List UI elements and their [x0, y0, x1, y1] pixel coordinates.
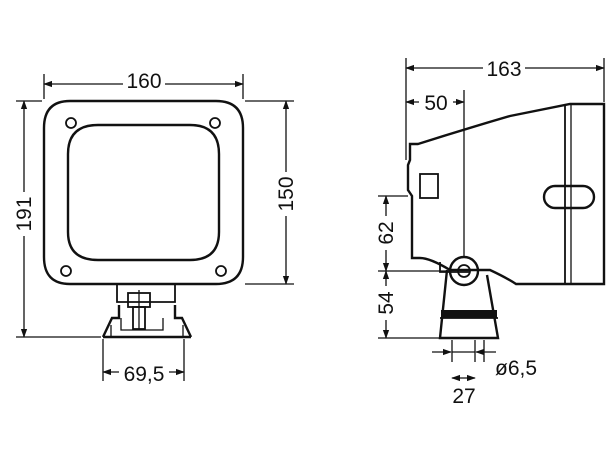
- screw-top-right: [209, 117, 221, 129]
- pivot-bolt-inner: [457, 264, 471, 278]
- dim-front-height-lens: 150: [275, 176, 298, 211]
- side-slot: [542, 184, 596, 210]
- dim-pivot-offset: 50: [424, 92, 447, 115]
- side-latch: [419, 173, 439, 199]
- screw-top-left: [65, 117, 77, 129]
- dim-bracket-width: 69,5: [124, 363, 165, 386]
- dim-pivot-to-top: 62: [375, 221, 398, 244]
- front-view: 160 191 150 69,5: [12, 68, 298, 386]
- front-lens-outline: [66, 123, 221, 262]
- front-bracket: [101, 305, 193, 339]
- front-mount-bolt: [132, 306, 146, 330]
- side-housing-outline: [406, 102, 606, 286]
- side-mount-foot: [441, 310, 497, 318]
- side-mount-base: [438, 269, 500, 340]
- dim-front-height-total: 191: [13, 196, 36, 231]
- side-view: 163 50 62 54 27 ø6,5: [373, 56, 606, 408]
- dim-front-width: 160: [126, 70, 161, 93]
- screw-bottom-right: [215, 265, 227, 277]
- front-mount-neck: [116, 284, 176, 303]
- dim-pivot-to-base: 54: [375, 291, 398, 315]
- screw-bottom-left: [60, 265, 72, 277]
- dim-hole-diameter: ø6,5: [495, 357, 537, 380]
- dim-side-depth: 163: [486, 58, 521, 81]
- dim-base-width: 27: [452, 385, 475, 408]
- front-housing-outline: [42, 99, 245, 286]
